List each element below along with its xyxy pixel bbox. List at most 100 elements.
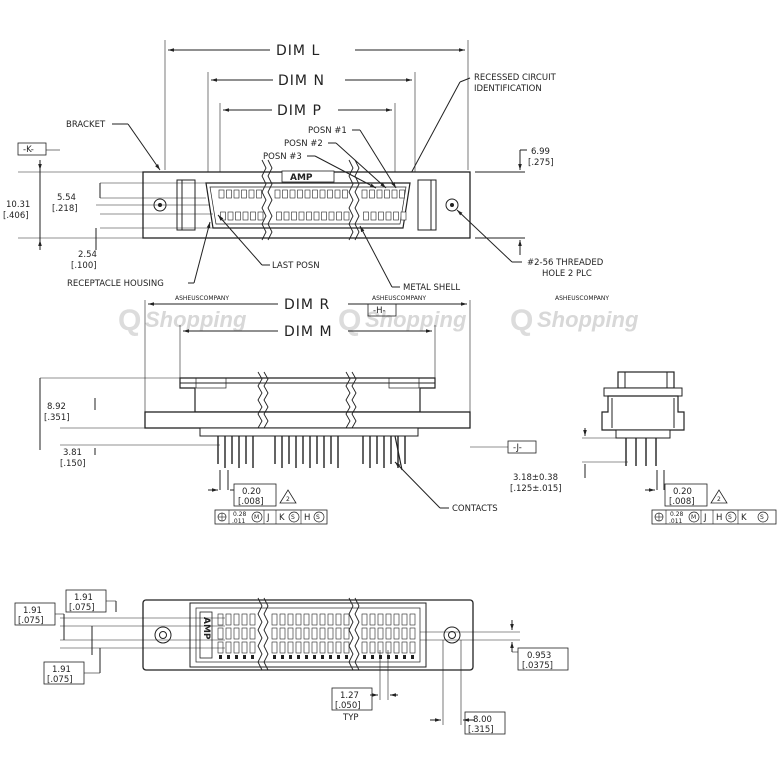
contact-tail — [297, 655, 300, 659]
fcf-side-s2: S — [760, 514, 764, 521]
dim-191-left: 1.91 — [23, 606, 42, 616]
dim-0953: 0.953 — [527, 651, 551, 661]
contact-cavity — [257, 211, 264, 221]
front-contact-pins — [217, 435, 406, 471]
dim-m-label: DIM M — [284, 324, 333, 340]
contact-cell — [343, 627, 350, 640]
contact-tail — [345, 655, 348, 659]
dim-381-inch: [.150] — [60, 459, 86, 469]
contact-pin — [394, 435, 403, 471]
contact-tail — [219, 655, 222, 659]
contact-cavity — [297, 189, 303, 199]
fcf-side-tol: 0.28 — [670, 511, 684, 518]
contact-cell — [343, 641, 350, 654]
contact-cavity — [227, 211, 234, 221]
contact-cavity — [235, 211, 241, 221]
front-view: DIM R DIM M -H- 8.92 [.351] 3.81 — [39, 297, 537, 525]
fcf-front-m: M — [254, 514, 259, 521]
contact-cell — [377, 627, 384, 640]
dim-127: 1.27 — [340, 691, 359, 701]
contact-cell — [217, 613, 224, 626]
dim-381: 3.81 — [63, 448, 82, 458]
contact-cell — [401, 627, 408, 640]
dim-554: 5.54 — [57, 193, 76, 203]
contact-cell — [335, 627, 342, 640]
contact-tail — [235, 655, 238, 659]
contact-cell — [319, 627, 326, 640]
contact-tail — [289, 655, 292, 659]
contact-cell — [311, 641, 318, 654]
top-view: DIM L DIM N DIM P RECESSED CIRCUIT IDENT… — [3, 40, 604, 293]
threaded-hole-count: HOLE 2 PLC — [542, 269, 592, 279]
contact-cell — [401, 641, 408, 654]
watermark-group: Q Shopping ASHEUSCOMPANY Q Shopping ASHE… — [118, 295, 639, 337]
contact-cell — [295, 613, 302, 626]
contact-cavity — [274, 189, 281, 199]
contact-tail — [403, 655, 406, 659]
contact-cell — [327, 627, 334, 640]
contact-cell — [295, 627, 302, 640]
contact-cell — [287, 613, 294, 626]
watermark-brand-3: Shopping — [537, 307, 639, 332]
contact-cell — [249, 627, 256, 640]
contact-cavity — [282, 189, 288, 199]
contact-cavity — [334, 189, 341, 199]
contact-cavity — [298, 211, 305, 221]
contact-cell — [319, 641, 326, 654]
dim-800: 8.00 — [473, 715, 492, 725]
dim-127-typ: TYP — [342, 713, 359, 723]
posn-2-label: POSN #2 — [284, 139, 323, 149]
contact-cell — [335, 613, 342, 626]
connector-flange-front — [144, 411, 471, 429]
note-2-front: 2 — [286, 496, 290, 503]
amp-logo-top: AMP — [290, 173, 313, 183]
contact-cell — [241, 641, 248, 654]
contact-cavity — [342, 189, 348, 199]
contact-cell — [377, 613, 384, 626]
contact-cell — [335, 641, 342, 654]
watermark-tagline-2: ASHEUSCOMPANY — [372, 295, 426, 302]
contact-cell — [393, 641, 400, 654]
watermark-logo-2: Q — [338, 304, 361, 337]
metal-shell-label: METAL SHELL — [403, 283, 460, 293]
identification-label: IDENTIFICATION — [474, 84, 542, 94]
fcf-front-s2: S — [316, 514, 320, 521]
contact-cavity — [256, 189, 262, 199]
contact-cavity — [289, 189, 296, 199]
contact-cell — [361, 627, 368, 640]
dim-020-front-inch: [.008] — [238, 497, 264, 507]
contact-cell — [303, 641, 310, 654]
dim-191-bot: 1.91 — [52, 665, 71, 675]
contact-cell — [385, 613, 392, 626]
dim-r-label: DIM R — [284, 297, 330, 313]
contact-tail — [321, 655, 324, 659]
contact-cell — [233, 641, 240, 654]
contact-cavity — [226, 189, 232, 199]
dim-020-side-inch: [.008] — [669, 497, 695, 507]
feature-control-frame-front: 0.28 .011 M J K S H S — [214, 509, 328, 525]
contact-cell — [303, 613, 310, 626]
contact-tail — [305, 655, 308, 659]
contact-cell — [369, 641, 376, 654]
contact-cavity — [361, 189, 368, 199]
contact-tail — [337, 655, 340, 659]
contact-cell — [225, 627, 232, 640]
dim-p-label: DIM P — [277, 103, 322, 119]
contact-tail — [273, 655, 276, 659]
contact-cell — [409, 613, 416, 626]
contact-tail — [313, 655, 316, 659]
contact-cavity — [328, 211, 335, 221]
contacts-label: CONTACTS — [452, 504, 498, 514]
contact-cavity — [343, 211, 350, 221]
contact-cell — [361, 613, 368, 626]
side-contact-pins — [625, 438, 657, 466]
last-posn-label: LAST POSN — [272, 261, 320, 271]
bottom-contact-grid — [217, 613, 416, 659]
contact-cavity — [312, 189, 318, 199]
dim-191-top: 1.91 — [74, 593, 93, 603]
datum-h: -H- — [373, 306, 386, 316]
dim-318-inch: [.125±.015] — [510, 484, 562, 494]
contact-cavity — [384, 189, 390, 199]
datum-j: -J- — [513, 443, 522, 453]
dim-318: 3.18±0.38 — [513, 473, 558, 483]
